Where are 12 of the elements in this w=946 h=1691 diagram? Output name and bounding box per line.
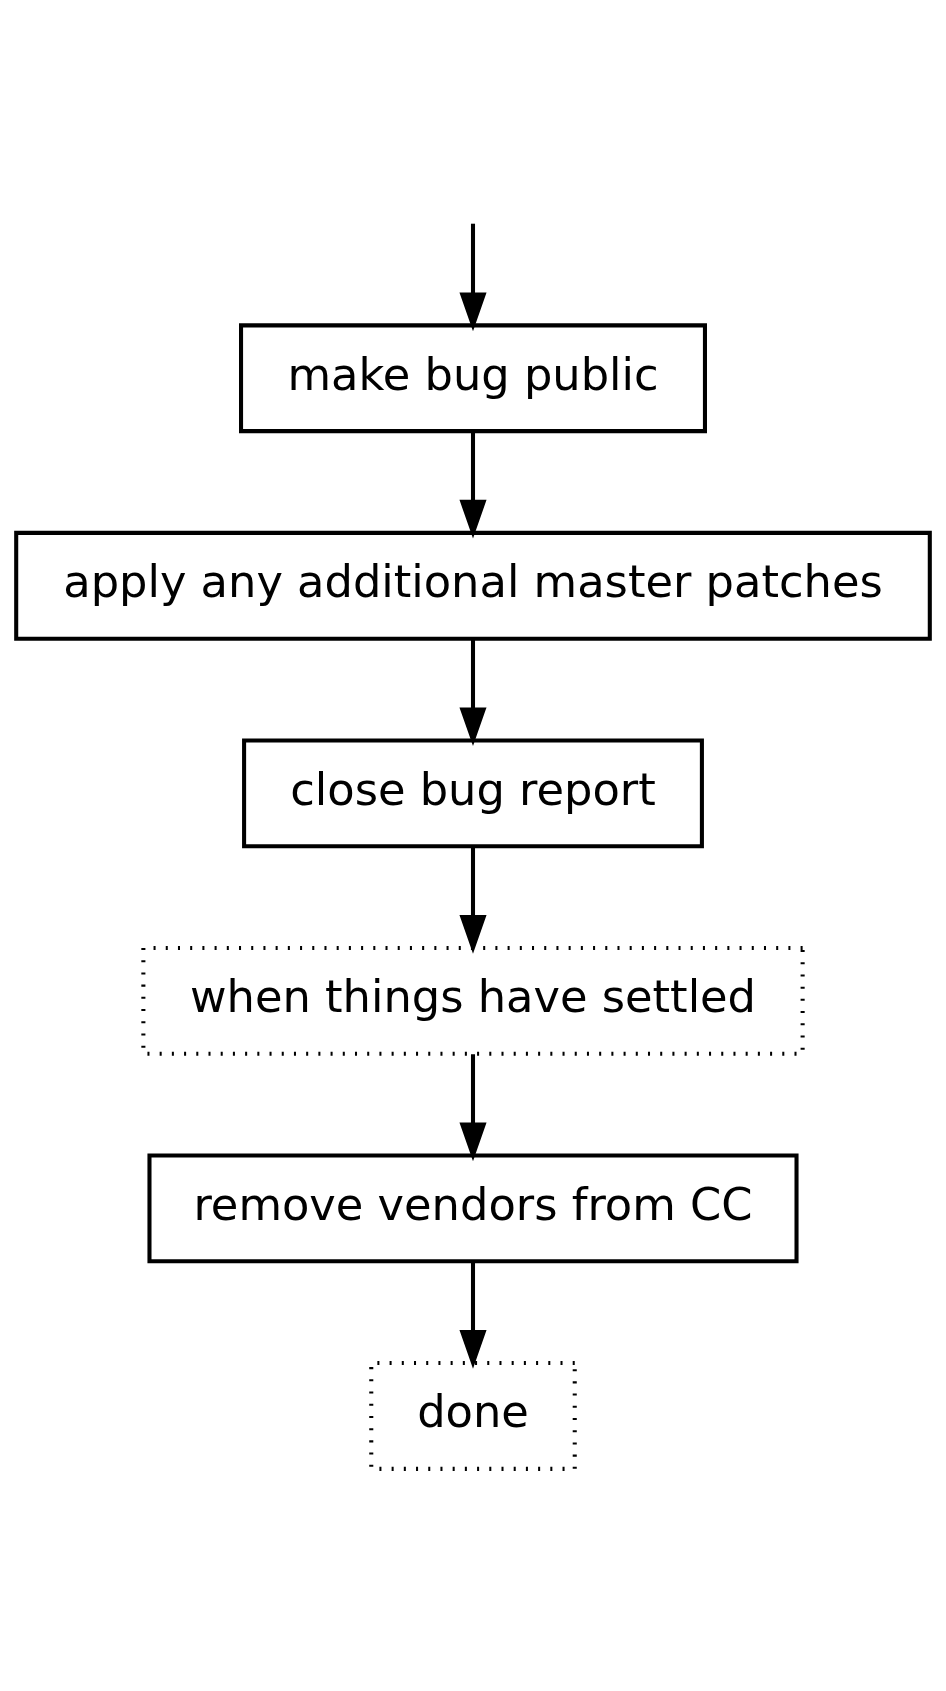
node-box: remove vendors from CC <box>147 1153 799 1264</box>
node-box: when things have settled <box>141 945 805 1056</box>
arrow <box>459 1261 487 1369</box>
node-box: make bug public <box>239 323 707 434</box>
arrow <box>459 431 487 539</box>
arrow <box>459 223 487 332</box>
arrow <box>459 846 487 954</box>
arrow <box>459 639 487 747</box>
node-box: apply any additional master patches <box>14 530 932 641</box>
node-box: close bug report <box>242 738 704 849</box>
node-box: done <box>369 1361 577 1471</box>
arrow <box>459 1054 487 1162</box>
